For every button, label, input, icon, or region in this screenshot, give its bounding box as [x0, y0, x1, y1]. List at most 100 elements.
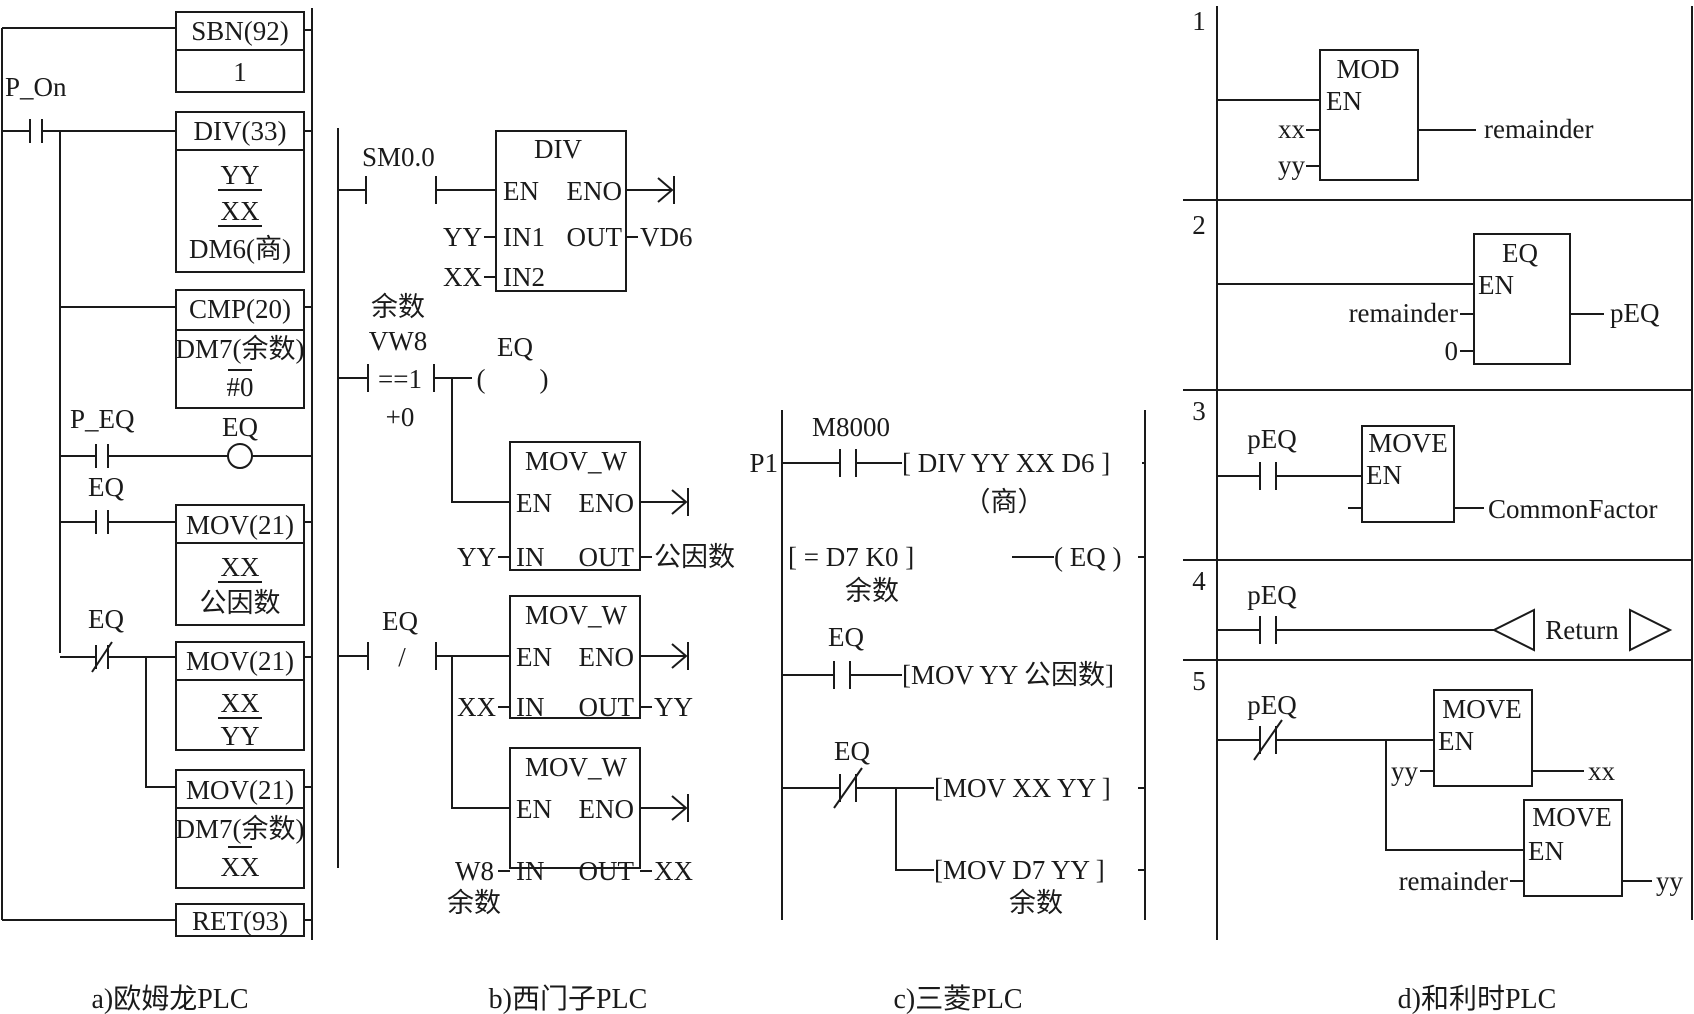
siemens-mov1-title: MOV_W: [525, 446, 628, 476]
siemens-mov3-in-value: W8: [455, 856, 494, 886]
siemens-div-box: [495, 130, 627, 292]
hollysys-move-2-en: EN: [1438, 726, 1474, 756]
hollysys-mod-box: [1319, 49, 1419, 181]
hollysys-return-label: Return: [1545, 615, 1619, 645]
omron-cmp-box: [175, 289, 305, 409]
hollysys-move-1-title: MOVE: [1368, 428, 1448, 458]
hollysys-move-3-title: MOVE: [1532, 802, 1612, 832]
siemens-eq-coil-close: ): [540, 364, 549, 394]
omron-eq-contact: [60, 510, 176, 534]
hollysys-move-3-en: EN: [1528, 836, 1564, 866]
siemens-div-out-value: VD6: [640, 222, 693, 252]
siemens-mov1-box: [509, 441, 641, 571]
omron-mov2-operand-2: YY: [221, 721, 260, 751]
siemens-mov3-en: EN: [516, 794, 552, 824]
mitsubishi-mov2-instruction: [MOV XX YY ]: [934, 773, 1111, 803]
omron-eq-coil: [227, 443, 253, 469]
siemens-vw8-label: VW8: [369, 326, 427, 356]
siemens-div-in2-value: XX: [443, 262, 482, 292]
omron-mov1-label: MOV(21): [186, 510, 294, 540]
omron-mov1-operand-1: XX: [221, 552, 260, 582]
hollysys-rung-4-contact-label: pEQ: [1247, 580, 1297, 610]
omron-sbn-box: [175, 11, 305, 93]
siemens-mov1-in-value: YY: [457, 542, 496, 572]
omron-div-box: [175, 111, 305, 273]
siemens-remainder-label: 余数: [371, 292, 425, 322]
mitsubishi-eq-nc-label: EQ: [834, 736, 870, 766]
siemens-div-eno-arrow: [626, 176, 675, 204]
siemens-sm00-contact: [338, 176, 496, 204]
omron-p-eq-label: P_EQ: [70, 404, 135, 434]
omron-eq-nc-label: EQ: [88, 604, 124, 634]
omron-cmp-label: CMP(20): [189, 294, 291, 324]
omron-eq-contact-label: EQ: [88, 472, 124, 502]
mitsubishi-eq-contact: [782, 661, 902, 689]
siemens-mov2-in: IN: [516, 692, 545, 722]
siemens-mov2-eno: ENO: [579, 642, 635, 672]
siemens-mov2-title: MOV_W: [525, 600, 628, 630]
siemens-compare-value: +0: [386, 402, 415, 432]
omron-mov3-box: [175, 769, 305, 889]
siemens-mov2-in-value: XX: [457, 692, 496, 722]
mitsubishi-m8000-label: M8000: [812, 412, 890, 442]
omron-p-eq-contact: [60, 444, 312, 468]
omron-mov1-box: [175, 504, 305, 626]
hollysys-rung-5-nc-contact: [1217, 719, 1434, 761]
hollysys-move-1-output: CommonFactor: [1488, 494, 1658, 524]
hollysys-rung-3-number: 3: [1192, 396, 1206, 426]
omron-mov1-operand-2: 公因数: [200, 588, 281, 618]
omron-ret-label: RET(93): [192, 906, 288, 936]
siemens-div-in1: IN1: [503, 222, 545, 252]
caption-hollysys: d)和利时PLC: [1398, 983, 1557, 1014]
omron-sbn-number: 1: [233, 57, 247, 87]
hollysys-eq-title: EQ: [1502, 238, 1538, 268]
siemens-mov2-out: OUT: [579, 692, 635, 722]
siemens-mov3-title: MOV_W: [525, 752, 628, 782]
siemens-mov1-out: OUT: [579, 542, 635, 572]
omron-mov2-label: MOV(21): [186, 646, 294, 676]
hollysys-eq-en: EN: [1478, 270, 1514, 300]
siemens-mov1-in: IN: [516, 542, 545, 572]
hollysys-return-arrows: [1491, 608, 1673, 652]
hollysys-rung-3-contact: [1217, 462, 1362, 490]
hollysys-move-box-2: [1433, 689, 1533, 787]
hollysys-move-2-output: xx: [1588, 756, 1616, 786]
siemens-mov2-en: EN: [516, 642, 552, 672]
siemens-eq-coil-label: EQ: [497, 332, 533, 362]
mitsubishi-ladder: P1 M8000 [ DIV YY XX D6 ] （商） [ = D7 K0 …: [749, 410, 1146, 920]
hollysys-mod-input-1: xx: [1278, 114, 1306, 144]
caption-omron: a)欧姆龙PLC: [91, 983, 248, 1014]
siemens-mov2-out-value: YY: [654, 692, 693, 722]
mitsubishi-p1-label: P1: [749, 448, 778, 478]
hollysys-eq-input-1: remainder: [1349, 298, 1458, 328]
siemens-mov3-in-note: 余数: [447, 888, 501, 918]
hollysys-rung-3-contact-label: pEQ: [1247, 424, 1297, 454]
siemens-mov3-in: IN: [516, 856, 545, 886]
siemens-div-eno: ENO: [567, 176, 623, 206]
omron-mov2-operand-1: XX: [221, 688, 260, 718]
siemens-eq-nc-contact: [338, 642, 510, 670]
siemens-sm00-label: SM0.0: [362, 142, 435, 172]
mitsubishi-eq-contact-label: EQ: [828, 622, 864, 652]
omron-cmp-operand-2: #0: [227, 372, 254, 402]
mitsubishi-compare-note: 余数: [845, 576, 899, 606]
mitsubishi-eq-nc-contact: [782, 767, 934, 809]
hollysys-rung-1-number: 1: [1192, 6, 1206, 36]
hollysys-mod-en: EN: [1326, 86, 1362, 116]
siemens-ladder: SM0.0 DIV EN ENO IN1 OUT IN2 YY XX VD6 余…: [337, 128, 735, 918]
siemens-div-in2: IN2: [503, 262, 545, 292]
siemens-eq-nc-slash: /: [398, 642, 406, 672]
omron-eq-nc-contact: [60, 641, 176, 673]
omron-sbn-label: SBN(92): [191, 16, 289, 46]
hollysys-move-3-input: remainder: [1399, 866, 1508, 896]
hollysys-move-3-output: yy: [1656, 866, 1684, 896]
siemens-mov3-eno: ENO: [579, 794, 635, 824]
mitsubishi-div-note: （商）: [964, 487, 1045, 517]
mitsubishi-eq-coil: ( EQ ): [1054, 542, 1121, 572]
mitsubishi-div-instruction: [ DIV YY XX D6 ]: [902, 448, 1110, 478]
siemens-div-en: EN: [503, 176, 539, 206]
siemens-compare-operator: ==1: [378, 364, 422, 394]
omron-mov2-box: [175, 641, 305, 751]
mitsubishi-mov1-instruction: [MOV YY 公因数]: [902, 660, 1114, 690]
